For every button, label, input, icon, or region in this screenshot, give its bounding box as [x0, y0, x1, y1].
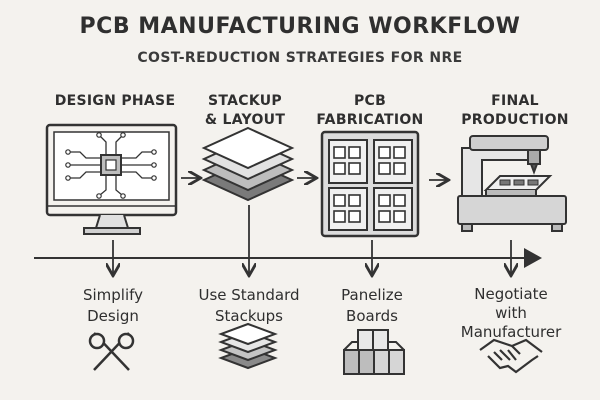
diagram-subtitle: COST-REDUCTION STRATEGIES FOR NRE — [137, 50, 463, 66]
scissors-icon — [88, 332, 135, 371]
phase-label-design: DESIGN PHASE — [54, 93, 176, 109]
panel-grid-icon — [320, 130, 420, 238]
phase-label-stackup: STACKUP & LAYOUT — [204, 93, 286, 128]
stack-icon — [218, 322, 278, 370]
boxes-icon — [343, 329, 405, 375]
diagram-title: PCB MANUFACTURING WORKFLOW — [79, 14, 521, 39]
strategy-label-panelize: Panelize Boards — [341, 286, 403, 325]
layer-stack-icon — [201, 126, 295, 202]
monitor-chip-icon — [45, 123, 178, 235]
handshake-icon — [479, 338, 543, 374]
timeline-connectors — [113, 205, 511, 274]
strategy-label-standard-stackups: Use Standard Stackups — [198, 286, 300, 325]
phase-label-fabrication: PCB FABRICATION — [316, 93, 424, 128]
strategy-label-negotiate: Negotiate with Manufacturer — [460, 285, 562, 341]
strategy-label-simplify: Simplify Design — [82, 286, 144, 325]
phase-label-production: FINAL PRODUCTION — [461, 93, 569, 128]
cnc-machine-icon — [457, 135, 567, 232]
